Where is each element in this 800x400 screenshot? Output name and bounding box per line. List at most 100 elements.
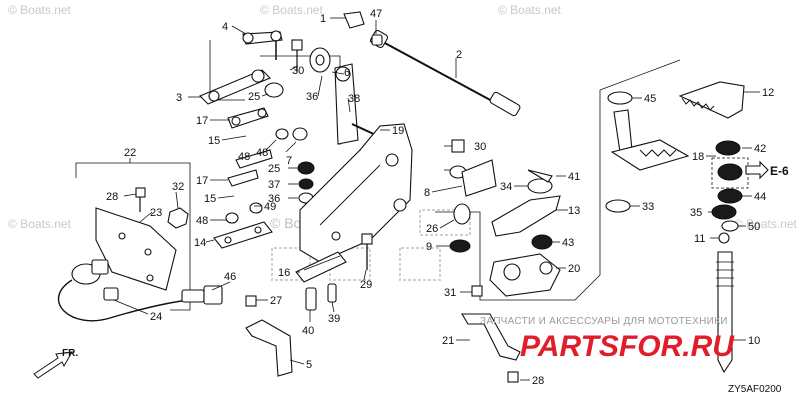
ring-42 xyxy=(715,140,741,156)
callout-1: 1 xyxy=(320,13,326,25)
callout-31: 31 xyxy=(444,287,456,299)
callout-3: 3 xyxy=(176,92,182,104)
plate-14 xyxy=(213,221,273,249)
throttle-cable xyxy=(369,29,521,117)
bracket-group-outline xyxy=(75,162,191,311)
clip-50 xyxy=(721,220,739,232)
partner-logo: PARTSFOR.RU xyxy=(520,330,735,363)
callout-8: 8 xyxy=(424,187,430,199)
partner-tagline: ЗАПЧАСТИ И АКСЕССУАРЫ ДЛЯ МОТОТЕХНИКИ xyxy=(480,316,728,327)
bracket-21 xyxy=(461,313,521,361)
callout-32: 32 xyxy=(172,181,184,193)
ref-arrow-icon xyxy=(745,160,769,180)
bracket-5 xyxy=(245,319,293,377)
watermark-mid-left: © Boats.net xyxy=(8,217,72,231)
leader-lines xyxy=(113,17,760,381)
front-label: FR. xyxy=(62,348,78,359)
callout-47: 47 xyxy=(370,8,382,20)
callout-6: 6 xyxy=(344,67,350,79)
plate-13 xyxy=(491,195,561,237)
callout-28b: 28 xyxy=(532,375,544,387)
link-17b xyxy=(227,169,259,187)
ring-44 xyxy=(717,188,743,204)
callout-38: 38 xyxy=(348,93,360,105)
link-15 xyxy=(235,149,273,169)
front-arrow-icon xyxy=(33,351,73,379)
shaft-group-outline-b xyxy=(599,59,681,91)
callout-28: 28 xyxy=(106,191,118,203)
connector-46 xyxy=(181,289,205,303)
callout-35: 35 xyxy=(690,207,702,219)
callout-23: 23 xyxy=(150,207,162,219)
callout-17: 17 xyxy=(196,115,208,127)
callout-44: 44 xyxy=(754,191,766,203)
callout-48c: 48 xyxy=(238,151,250,163)
shaft-10 xyxy=(717,251,733,374)
nut-37 xyxy=(298,178,314,190)
callout-30: 30 xyxy=(292,65,304,77)
clip-24 xyxy=(103,287,119,301)
bolt-28b xyxy=(507,371,519,383)
shaft-group-outline xyxy=(574,90,601,301)
callout-numbers: 4 1 47 2 3 30 25 6 36 38 17 15 19 48 7 1… xyxy=(106,8,774,387)
callout-25b: 25 xyxy=(268,163,280,175)
washer-48 xyxy=(225,212,239,224)
callout-21: 21 xyxy=(442,335,454,347)
callout-29: 29 xyxy=(360,279,372,291)
callout-33: 33 xyxy=(642,201,654,213)
clip-41 xyxy=(527,169,553,183)
callout-26: 26 xyxy=(426,223,438,235)
left-bracket-assembly xyxy=(58,187,207,322)
shaft-18 xyxy=(613,109,633,153)
callout-10: 10 xyxy=(748,335,760,347)
callout-25: 25 xyxy=(248,91,260,103)
washer-48-top xyxy=(275,128,289,140)
callout-27: 27 xyxy=(270,295,282,307)
center-right-parts xyxy=(449,139,561,383)
nut-43 xyxy=(531,234,553,250)
callout-19: 19 xyxy=(392,125,404,137)
callout-2: 2 xyxy=(456,49,462,61)
callout-20: 20 xyxy=(568,263,580,275)
watermark-mid-right: © Boats.net xyxy=(734,217,798,231)
lever-20 xyxy=(489,253,561,297)
callout-22: 22 xyxy=(124,147,136,159)
callout-5: 5 xyxy=(306,359,312,371)
diagram-code: ZY5AF0200 xyxy=(728,384,782,395)
callout-34: 34 xyxy=(500,181,512,193)
callout-13: 13 xyxy=(568,205,580,217)
bushing-25b xyxy=(297,161,315,175)
wire xyxy=(58,279,207,322)
callout-39: 39 xyxy=(328,313,340,325)
callout-48-top: 48 xyxy=(256,147,268,159)
callout-12: 12 xyxy=(762,87,774,99)
reference-e6: E-6 xyxy=(770,164,789,178)
callout-15b: 15 xyxy=(204,193,216,205)
callout-45: 45 xyxy=(644,93,656,105)
pin-11 xyxy=(718,232,730,244)
washer-49 xyxy=(249,202,263,214)
partner-branding: ЗАПЧАСТИ И АКСЕССУАРЫ ДЛЯ МОТОТЕХНИКИ PA… xyxy=(480,316,735,363)
washer-7 xyxy=(292,127,308,141)
callout-36b: 36 xyxy=(268,193,280,205)
callout-17b: 17 xyxy=(196,175,208,187)
spring-9 xyxy=(449,239,471,253)
watermark-top-right: © Boats.net xyxy=(498,3,562,17)
bushing-25 xyxy=(264,82,284,98)
callout-14: 14 xyxy=(194,237,206,249)
ring-45 xyxy=(607,91,633,105)
callout-40: 40 xyxy=(302,325,314,337)
callout-46: 46 xyxy=(224,271,236,283)
ghost-logo xyxy=(271,209,471,281)
cam-12 xyxy=(678,81,745,119)
callout-15: 15 xyxy=(208,135,220,147)
callout-30b: 30 xyxy=(474,141,486,153)
upper-linkage xyxy=(199,11,383,145)
bolt-31 xyxy=(471,285,483,297)
callout-48b: 48 xyxy=(196,215,208,227)
watermark-top-left: © Boats.net xyxy=(8,3,72,17)
washer-33 xyxy=(605,199,631,213)
main-bracket-19 xyxy=(299,123,413,263)
bushing-26 xyxy=(453,203,471,225)
